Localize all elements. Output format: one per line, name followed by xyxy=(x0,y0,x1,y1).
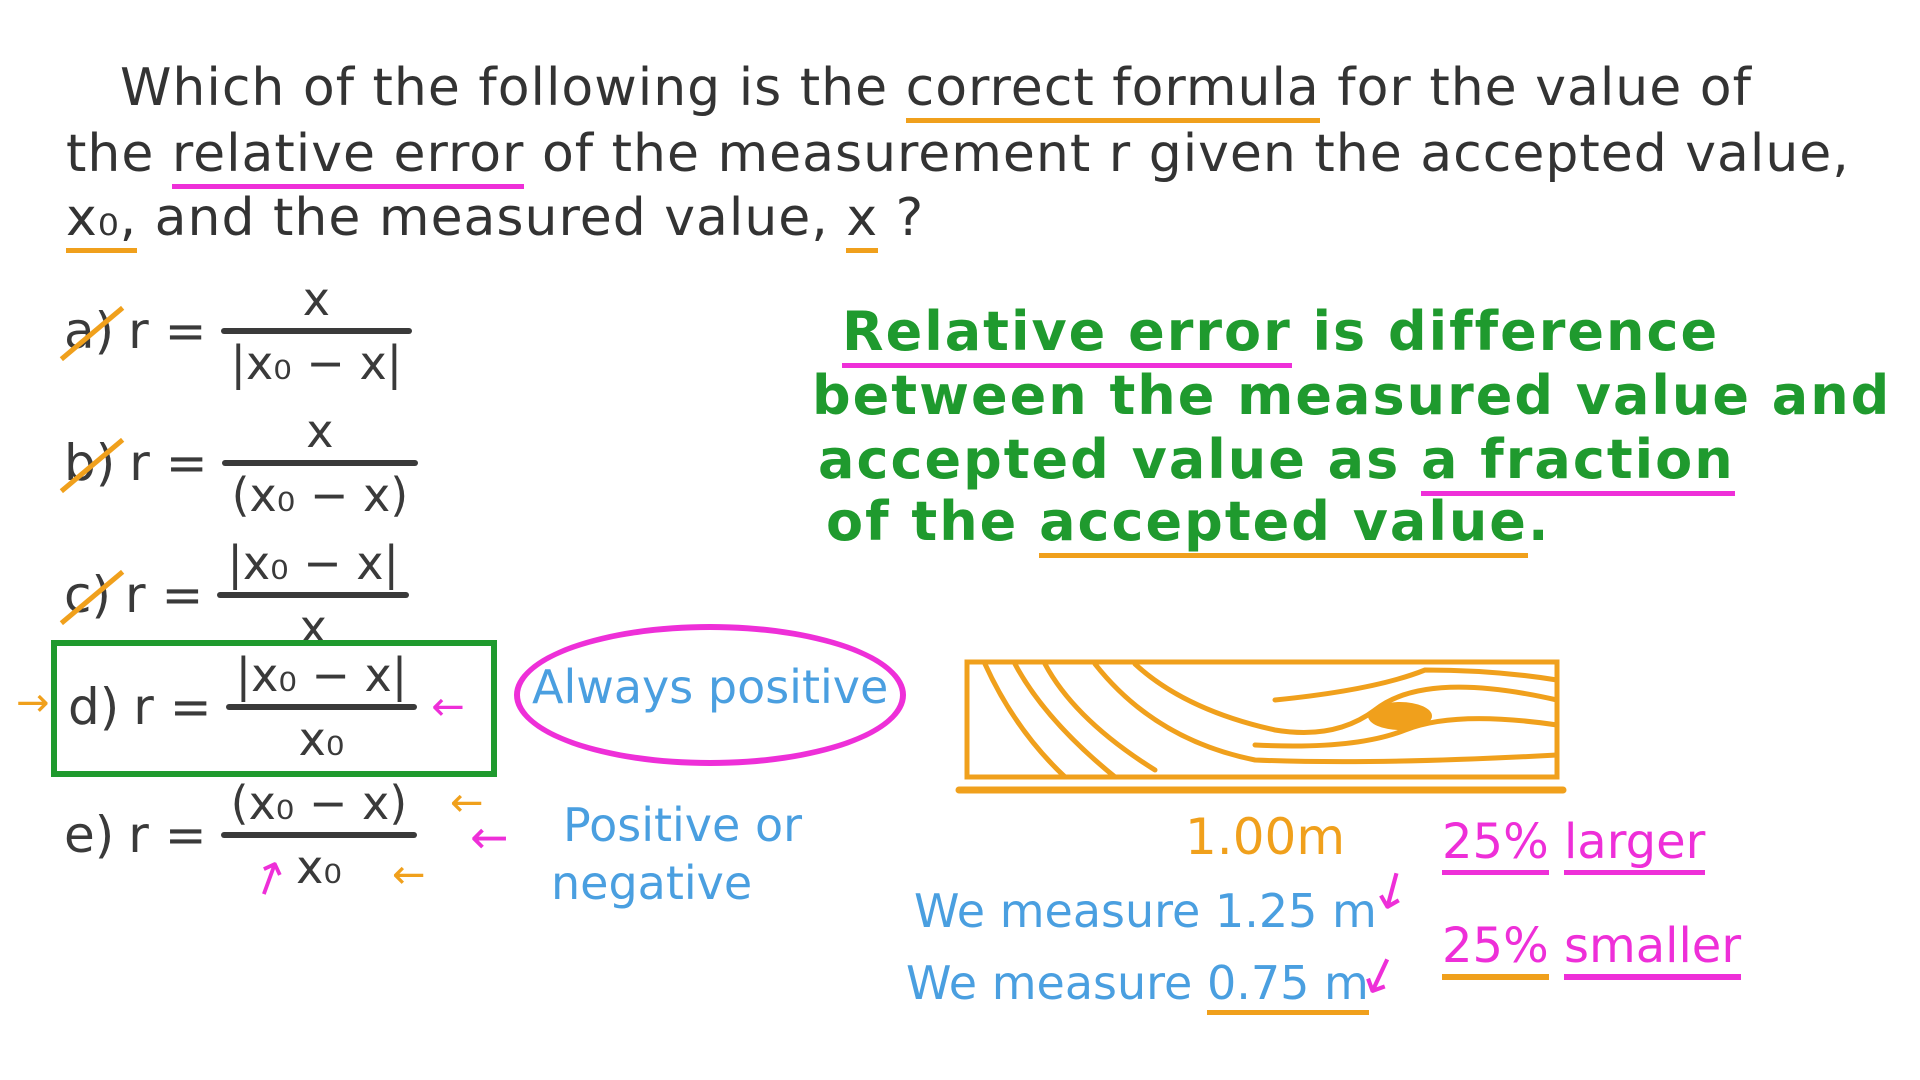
denominator: x₀ xyxy=(296,840,342,894)
negative-note: negative xyxy=(551,856,753,910)
option-a: a) r = x |x₀ − x| xyxy=(64,272,413,390)
definition-text: accepted value as xyxy=(818,428,1422,491)
fraction: x |x₀ − x| xyxy=(220,272,413,390)
plank-length: 1.00m xyxy=(1185,808,1346,866)
wood-grain xyxy=(1132,661,1560,735)
definition-line-2: between the measured value and xyxy=(812,364,1892,427)
fraction-bar xyxy=(225,704,418,710)
option-label: d) xyxy=(68,678,120,736)
fraction: |x₀ − x| x₀ xyxy=(225,648,418,766)
numerator: |x₀ − x| xyxy=(227,536,400,590)
arrow-left-icon: ← xyxy=(470,810,509,864)
fraction: x (x₀ − x) xyxy=(221,404,419,522)
denominator: (x₀ − x) xyxy=(231,468,409,522)
question-text: Which of the following is the xyxy=(120,58,906,118)
highlight-x: x xyxy=(846,188,879,253)
fraction: (x₀ − x) x₀ xyxy=(220,776,418,894)
measure-2: We measure 0.75 m xyxy=(906,956,1369,1015)
smaller-label: smaller xyxy=(1563,918,1742,980)
smaller-note: 25% smaller xyxy=(1442,918,1742,980)
highlight-accepted-value: accepted value xyxy=(1039,490,1528,558)
option-lhs: r = xyxy=(133,678,212,736)
denominator: x₀ xyxy=(298,712,345,766)
question-line-2: the relative error of the measurement r … xyxy=(66,124,1850,189)
wood-grain xyxy=(982,661,1068,780)
always-positive-note: Always positive xyxy=(532,660,889,714)
numerator: x xyxy=(302,272,330,326)
definition-text: is difference xyxy=(1291,300,1720,363)
highlight-relative-error: Relative error xyxy=(842,300,1292,368)
option-c: c) r = |x₀ − x|x xyxy=(64,536,410,654)
arrow-left-icon: ← xyxy=(450,780,484,826)
larger-note: 25% larger xyxy=(1442,814,1706,875)
option-lhs: r = xyxy=(129,434,208,492)
option-d: d) r = |x₀ − x| x₀ ← xyxy=(68,648,465,766)
question-text: for the value of xyxy=(1319,58,1752,118)
option-b: b) r = x (x₀ − x) xyxy=(64,404,419,522)
measure-text: We measure xyxy=(906,956,1207,1010)
option-label: e) xyxy=(64,806,115,864)
definition-line-3: accepted value as a fraction xyxy=(818,428,1735,496)
denominator: |x₀ − x| xyxy=(230,336,403,390)
numerator: x xyxy=(306,404,334,458)
always-positive-ellipse xyxy=(514,624,906,766)
fraction-bar xyxy=(220,832,418,838)
percent: 25% xyxy=(1442,814,1549,875)
positive-or-note: Positive or xyxy=(563,798,803,852)
question-text: the xyxy=(66,124,172,184)
percent: 25% xyxy=(1442,918,1549,980)
measure-1: We measure 1.25 m xyxy=(914,884,1377,938)
option-lhs: r = xyxy=(128,302,207,360)
wood-grain xyxy=(1272,667,1560,703)
definition-line-1: Relative error is difference xyxy=(842,300,1720,368)
arrow-left-icon: ← xyxy=(392,852,426,898)
definition-line-4: of the accepted value. xyxy=(826,490,1551,558)
definition-text: . xyxy=(1527,490,1551,553)
definition-text: of the xyxy=(826,490,1040,553)
option-label: a) xyxy=(64,302,115,360)
highlight-correct-formula: correct formula xyxy=(905,58,1320,123)
question-line-1: Which of the following is the correct fo… xyxy=(120,58,1752,123)
wood-knot xyxy=(1368,702,1432,730)
larger-label: larger xyxy=(1563,814,1706,875)
option-lhs: r = xyxy=(128,806,207,864)
question-text: ? xyxy=(878,188,925,248)
highlight-relative-error: relative error xyxy=(171,124,525,189)
fraction-bar xyxy=(221,460,419,466)
plank-outline xyxy=(964,659,1560,780)
fraction-bar xyxy=(217,592,410,598)
question-text: of the measurement r given the accepted … xyxy=(524,124,1850,184)
highlight-fraction: a fraction xyxy=(1421,428,1735,496)
wood-grain xyxy=(1252,716,1560,749)
arrow-left-icon: ← xyxy=(431,684,465,730)
option-label: c) xyxy=(64,566,111,624)
wood-grain xyxy=(1012,661,1118,780)
option-lhs: r = xyxy=(125,566,204,624)
question-text: and the measured value, xyxy=(137,188,847,248)
arrow-right-icon: → xyxy=(16,680,50,726)
wood-plank-drawing xyxy=(955,659,1567,794)
option-label: b) xyxy=(64,434,116,492)
option-e: e) r = (x₀ − x) x₀ xyxy=(64,776,418,894)
fraction: |x₀ − x|x xyxy=(217,536,410,654)
wood-grain xyxy=(1092,661,1560,765)
measure-value: 0.75 m xyxy=(1206,956,1369,1015)
correct-answer-box xyxy=(51,640,497,777)
fraction-bar xyxy=(220,328,413,334)
question-line-3: x₀, and the measured value, x ? xyxy=(66,188,925,253)
numerator: |x₀ − x| xyxy=(235,648,408,702)
numerator: (x₀ − x) xyxy=(230,776,408,830)
highlight-x0: x₀, xyxy=(66,188,138,253)
wood-grain xyxy=(1042,661,1158,773)
